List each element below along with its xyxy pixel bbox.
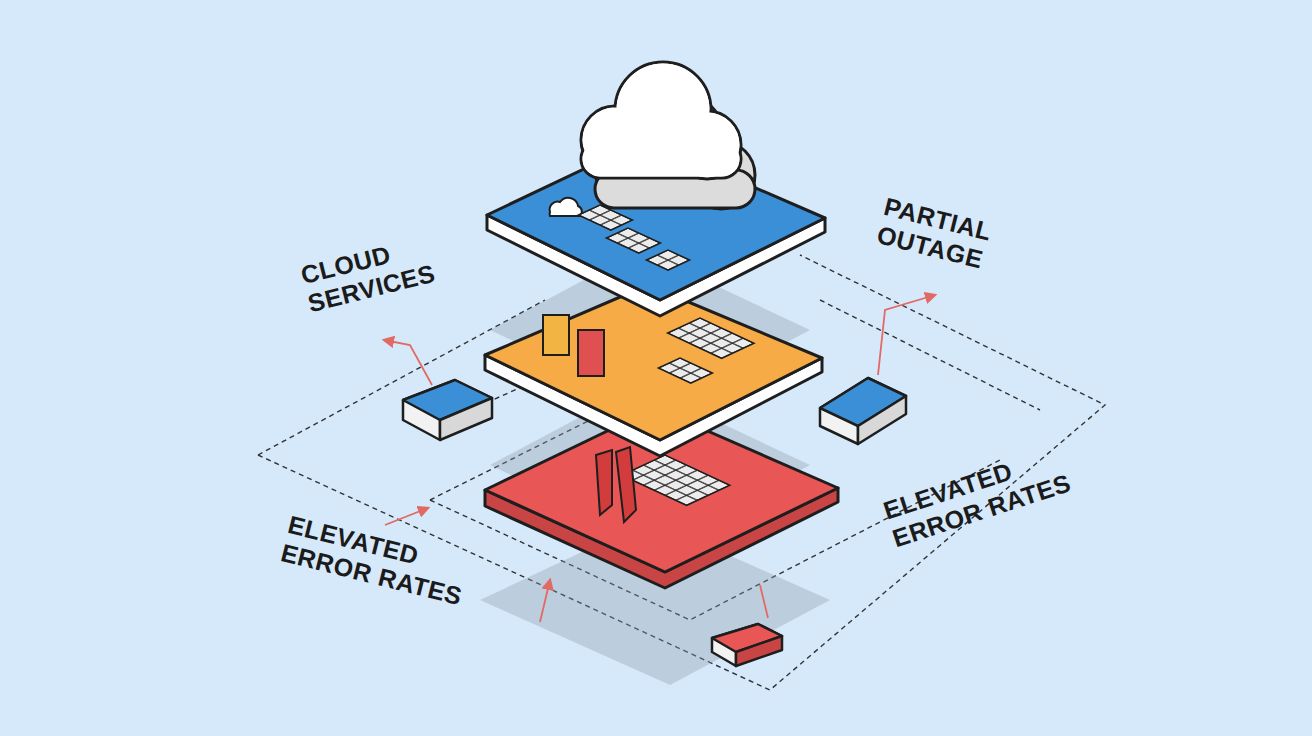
server-grid xyxy=(668,318,754,358)
cloud-part xyxy=(583,142,740,177)
cloud-fill xyxy=(583,64,740,178)
bottom-device xyxy=(712,624,782,666)
device-side xyxy=(736,636,782,666)
grid-block xyxy=(658,358,712,383)
cloud xyxy=(581,62,755,209)
cloud-outline xyxy=(581,62,741,179)
cloud-icon xyxy=(550,198,582,216)
server-grid xyxy=(658,358,712,383)
device-body xyxy=(712,624,782,666)
grid-block xyxy=(668,318,754,358)
alert-arrow xyxy=(384,340,432,385)
dashed-links xyxy=(258,255,1105,690)
container-box xyxy=(578,330,604,376)
alert-arrow xyxy=(540,580,550,622)
server-grid xyxy=(622,455,730,505)
layer-top xyxy=(487,140,825,300)
alert-arrows xyxy=(384,295,935,622)
alert-arrow xyxy=(878,295,935,375)
device-side xyxy=(858,396,906,444)
device-body xyxy=(403,380,492,440)
grid-block xyxy=(606,228,660,253)
device-body xyxy=(820,378,906,444)
grid-block xyxy=(622,455,730,505)
alert-line xyxy=(760,585,768,618)
right-device xyxy=(820,378,906,444)
alert-arrow xyxy=(385,508,428,525)
broken-component xyxy=(596,447,636,522)
server-grid xyxy=(646,250,689,270)
device-side xyxy=(440,398,492,440)
container-box xyxy=(543,315,569,355)
grid-block xyxy=(646,250,689,270)
server-grid xyxy=(606,228,660,253)
cloud-part xyxy=(581,140,741,178)
dashed-line xyxy=(258,255,1105,690)
left-device xyxy=(403,380,492,440)
blue-layer xyxy=(487,140,825,316)
